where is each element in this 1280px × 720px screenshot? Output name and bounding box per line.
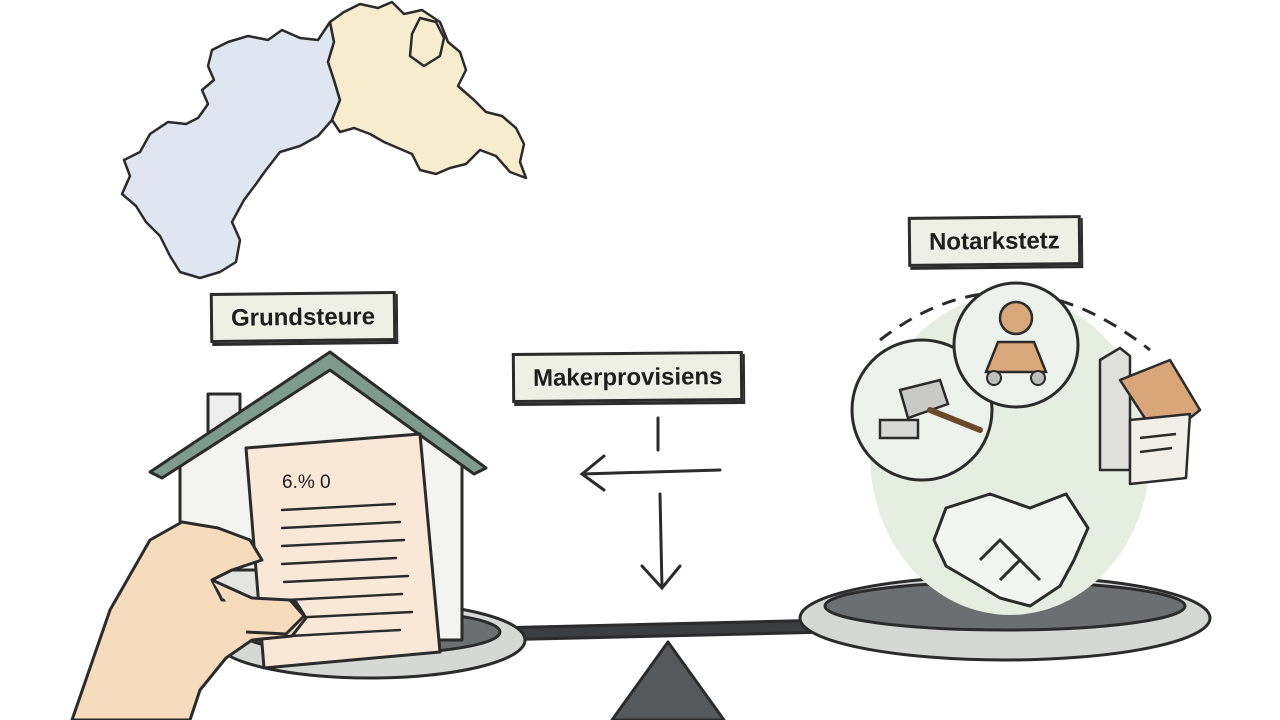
arrow-left-icon: [579, 454, 722, 492]
notary-cluster: [850, 281, 1202, 615]
arrow-down-icon: [640, 416, 682, 591]
map-region-east: [326, 0, 528, 180]
house-roof: [148, 350, 488, 480]
handshake-icon: [932, 492, 1090, 608]
hand-palm: [70, 520, 308, 720]
map-region-west: [120, 20, 342, 280]
hand-icon: [70, 520, 308, 720]
label-grundsteuer: Grundsteure: [209, 291, 397, 343]
document-rate-text: 6.% 0: [282, 472, 331, 493]
label-notarkosten: Notarkstetz: [907, 215, 1081, 267]
notary-dashed-arc: [879, 291, 1151, 352]
property-box-icon: [1098, 346, 1202, 486]
hand-thumb: [211, 578, 306, 636]
label-maklerprovision: Makerprovisiens: [511, 350, 744, 404]
map-inner-border: [408, 16, 446, 68]
map-icon: [120, 0, 528, 280]
scale-fulcrum: [610, 640, 726, 720]
document-lines: [280, 502, 414, 638]
gavel-icon: [850, 338, 994, 482]
notary-figure-icon: [952, 281, 1080, 409]
scale-beam: [488, 618, 832, 642]
